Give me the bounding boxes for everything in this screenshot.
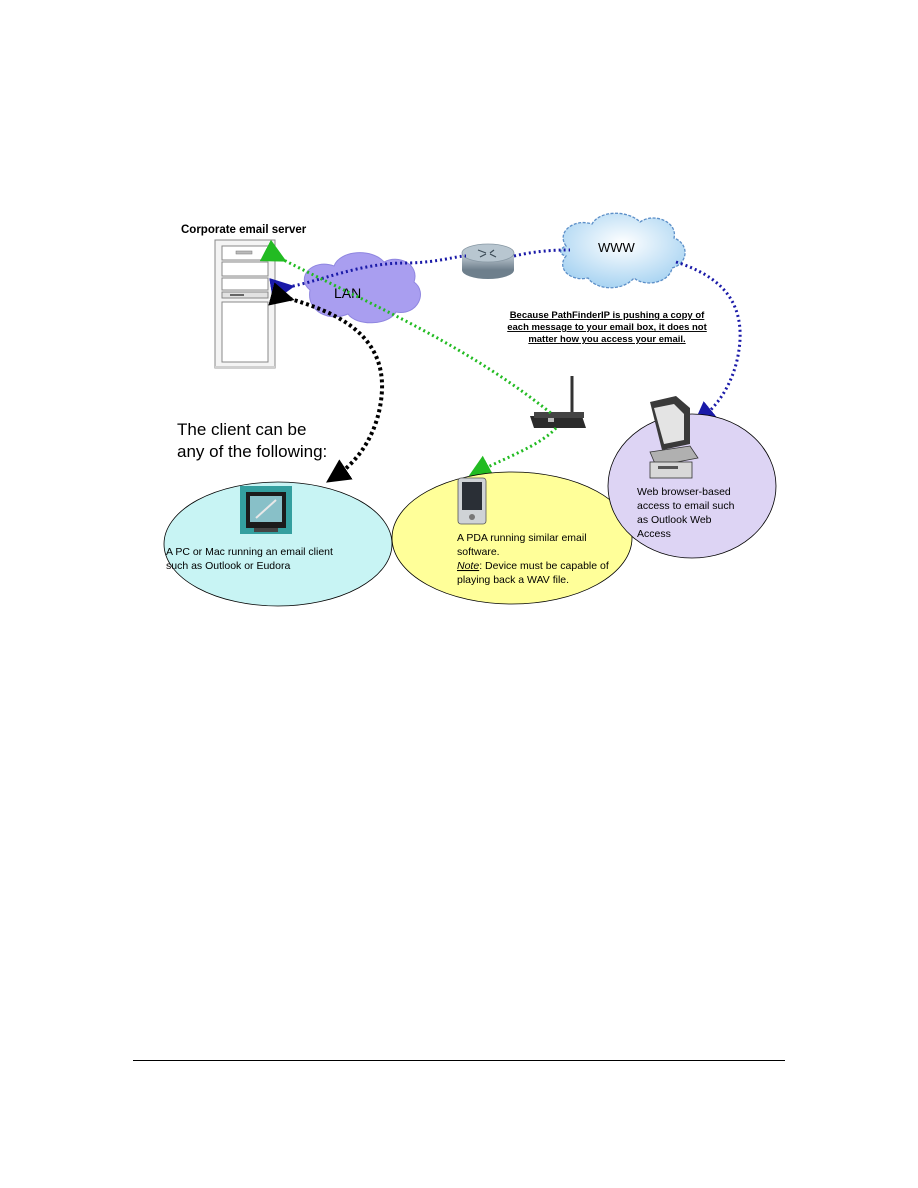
www-label: WWW <box>598 240 636 255</box>
web-client-line-2: access to email such <box>637 500 735 512</box>
pda-note-line-2: playing back a WAV file. <box>457 574 569 586</box>
www-cloud-icon <box>560 212 686 289</box>
wireless-pda-link <box>467 426 558 478</box>
pda-client-line-2: software. <box>457 546 500 558</box>
www-web-client-link <box>675 260 742 426</box>
pathfinder-note: Because PathFinderIP is pushing a copy o… <box>507 310 707 345</box>
web-client-line-4: Access <box>637 528 671 540</box>
footer-divider <box>133 1060 785 1061</box>
pda-client-ellipse <box>391 471 633 605</box>
wireless-router-icon <box>530 376 586 428</box>
router-www-link <box>513 248 571 258</box>
pda-note-rest: : Device must be capable of <box>479 560 609 572</box>
pda-note-label: Note <box>457 560 479 572</box>
pc-client-ellipse <box>163 481 393 607</box>
pc-client-line-1: A PC or Mac running an email client <box>166 546 333 558</box>
pda-client-line-1: A PDA running similar email <box>457 532 587 544</box>
router-icon <box>461 243 515 279</box>
pc-client-line-2: such as Outlook or Eudora <box>166 560 290 572</box>
note-line-2: each message to your email box, it does … <box>507 322 707 333</box>
pda-device-icon <box>457 477 487 525</box>
pc-monitor-icon <box>240 486 292 534</box>
note-line-3: matter how you access your email. <box>528 334 685 345</box>
web-client-line-3: as Outlook Web <box>637 514 712 526</box>
server-wireless-link <box>259 239 553 416</box>
client-heading-line-1: The client can be <box>177 420 306 439</box>
web-client-ellipse <box>607 413 777 559</box>
pda-note-line: Note: Device must be capable of <box>457 560 609 572</box>
lan-cloud-icon <box>303 252 421 324</box>
computer-monitor-icon <box>649 396 699 479</box>
server-tower-icon <box>214 239 276 369</box>
client-heading-line-2: any of the following: <box>177 442 327 461</box>
server-title: Corporate email server <box>181 224 307 236</box>
web-client-line-1: Web browser-based <box>637 486 731 498</box>
note-line-1: Because PathFinderIP is pushing a copy o… <box>510 310 705 321</box>
